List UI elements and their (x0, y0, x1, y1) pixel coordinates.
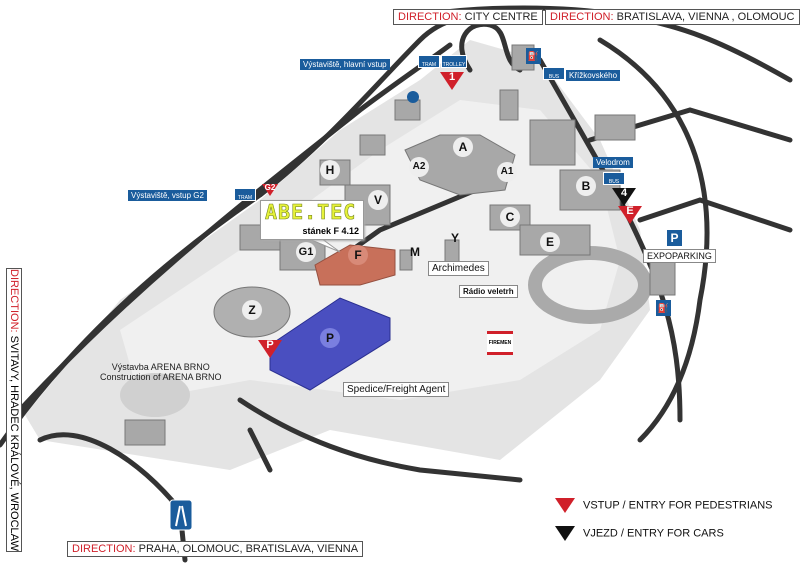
hall-h[interactable]: H (320, 160, 340, 180)
stop-velodrom: Velodrom (593, 157, 633, 168)
direction-prefix: DIRECTION: (398, 11, 462, 23)
medical-icon (407, 91, 419, 103)
hall-a2[interactable]: A2 (409, 157, 429, 177)
car-entry-4[interactable]: 4 (612, 187, 636, 206)
hall-a1[interactable]: A1 (497, 162, 517, 182)
direction-svitavy: DIRECTION: SVITAVY, HRADEC KRÁLOVÉ, WROC… (6, 268, 22, 552)
parking-sign: P (667, 230, 682, 246)
pedestrian-entry-g2[interactable]: G2 (262, 183, 278, 196)
black-triangle-icon (555, 526, 575, 541)
direction-text: BRATISLAVA, VIENNA , OLOMOUC (613, 11, 795, 23)
direction-text: CITY CENTRE (461, 11, 538, 23)
stand-number: stánek F 4.12 (302, 226, 359, 236)
abetec-logo: ABE.TEC (265, 200, 357, 224)
arena-site (120, 373, 190, 417)
firemen-station: FIREMEN (487, 331, 513, 355)
fuel-station-icon: ⛽ (526, 48, 541, 64)
legend-cars: VJEZD / ENTRY FOR CARS (555, 526, 724, 541)
bus-icon: BUS (603, 172, 625, 185)
stop-krizkovskeho: Křížkovského (566, 70, 621, 81)
hall-c[interactable]: C (500, 207, 520, 227)
hall-y[interactable]: Y (450, 231, 459, 245)
direction-city-centre: DIRECTION: CITY CENTRE (393, 9, 543, 25)
bus-icon: BUS (543, 67, 565, 80)
highway-icon (169, 499, 193, 531)
direction-prefix: DIRECTION: (72, 543, 136, 555)
pedestrian-entry-p[interactable]: P (258, 339, 282, 358)
entry-label: 4 (620, 187, 628, 199)
label-radio-veletrh: Rádio veletrh (459, 285, 518, 298)
label-arena-en: Construction of ARENA BRNO (100, 372, 222, 382)
label-expoparking: EXPOPARKING (643, 249, 716, 263)
direction-bratislava: DIRECTION: BRATISLAVA, VIENNA , OLOMOUC (545, 9, 800, 25)
hall-z[interactable]: Z (242, 300, 262, 320)
pedestrian-entry-e[interactable]: E (618, 205, 642, 224)
entry-label: P (266, 339, 274, 351)
direction-praha: DIRECTION: PRAHA, OLOMOUC, BRATISLAVA, V… (67, 541, 364, 557)
label-archimedes: Archimedes (428, 261, 489, 276)
red-triangle-icon (555, 498, 575, 513)
direction-text: PRAHA, OLOMOUC, BRATISLAVA, VIENNA (135, 543, 359, 555)
fuel-station-icon: ⛽ (656, 300, 671, 316)
legend-pedestrians: VSTUP / ENTRY FOR PEDESTRIANS (555, 498, 773, 513)
stop-g2-entrance: Výstaviště, vstup G2 (128, 190, 207, 201)
entry-label: 1 (448, 71, 456, 83)
hall-v[interactable]: V (368, 190, 388, 210)
hall-f-building (314, 244, 396, 286)
hall-b[interactable]: B (576, 176, 596, 196)
hall-e[interactable]: E (540, 232, 560, 252)
direction-prefix: DIRECTION: (550, 11, 614, 23)
direction-prefix: DIRECTION: (8, 269, 20, 333)
tram-icon: TRAM (418, 55, 440, 68)
hall-f[interactable]: F (348, 245, 368, 265)
label-arena-cz: Výstavba ARENA BRNO (111, 362, 210, 372)
label-spedice: Spedice/Freight Agent (343, 382, 450, 397)
legend-text: VJEZD / ENTRY FOR CARS (583, 527, 724, 540)
tram-icon: TRAM (234, 188, 256, 201)
hall-p[interactable]: P (320, 328, 340, 348)
pedestrian-entry-1[interactable]: 1 (440, 71, 464, 90)
legend-text: VSTUP / ENTRY FOR PEDESTRIANS (583, 499, 773, 512)
hall-m[interactable]: M (410, 245, 420, 259)
trolley-icon: TROLLEY (441, 55, 467, 68)
hall-a[interactable]: A (453, 137, 473, 157)
stop-main-entrance: Výstaviště, hlavní vstup (300, 59, 390, 70)
exhibitor-callout: ABE.TEC stánek F 4.12 (260, 200, 364, 240)
hall-g1[interactable]: G1 (296, 242, 316, 262)
entry-label: E (626, 205, 634, 217)
entry-label: G2 (264, 183, 276, 192)
direction-text: SVITAVY, HRADEC KRÁLOVÉ, WROCLAW (8, 332, 20, 551)
